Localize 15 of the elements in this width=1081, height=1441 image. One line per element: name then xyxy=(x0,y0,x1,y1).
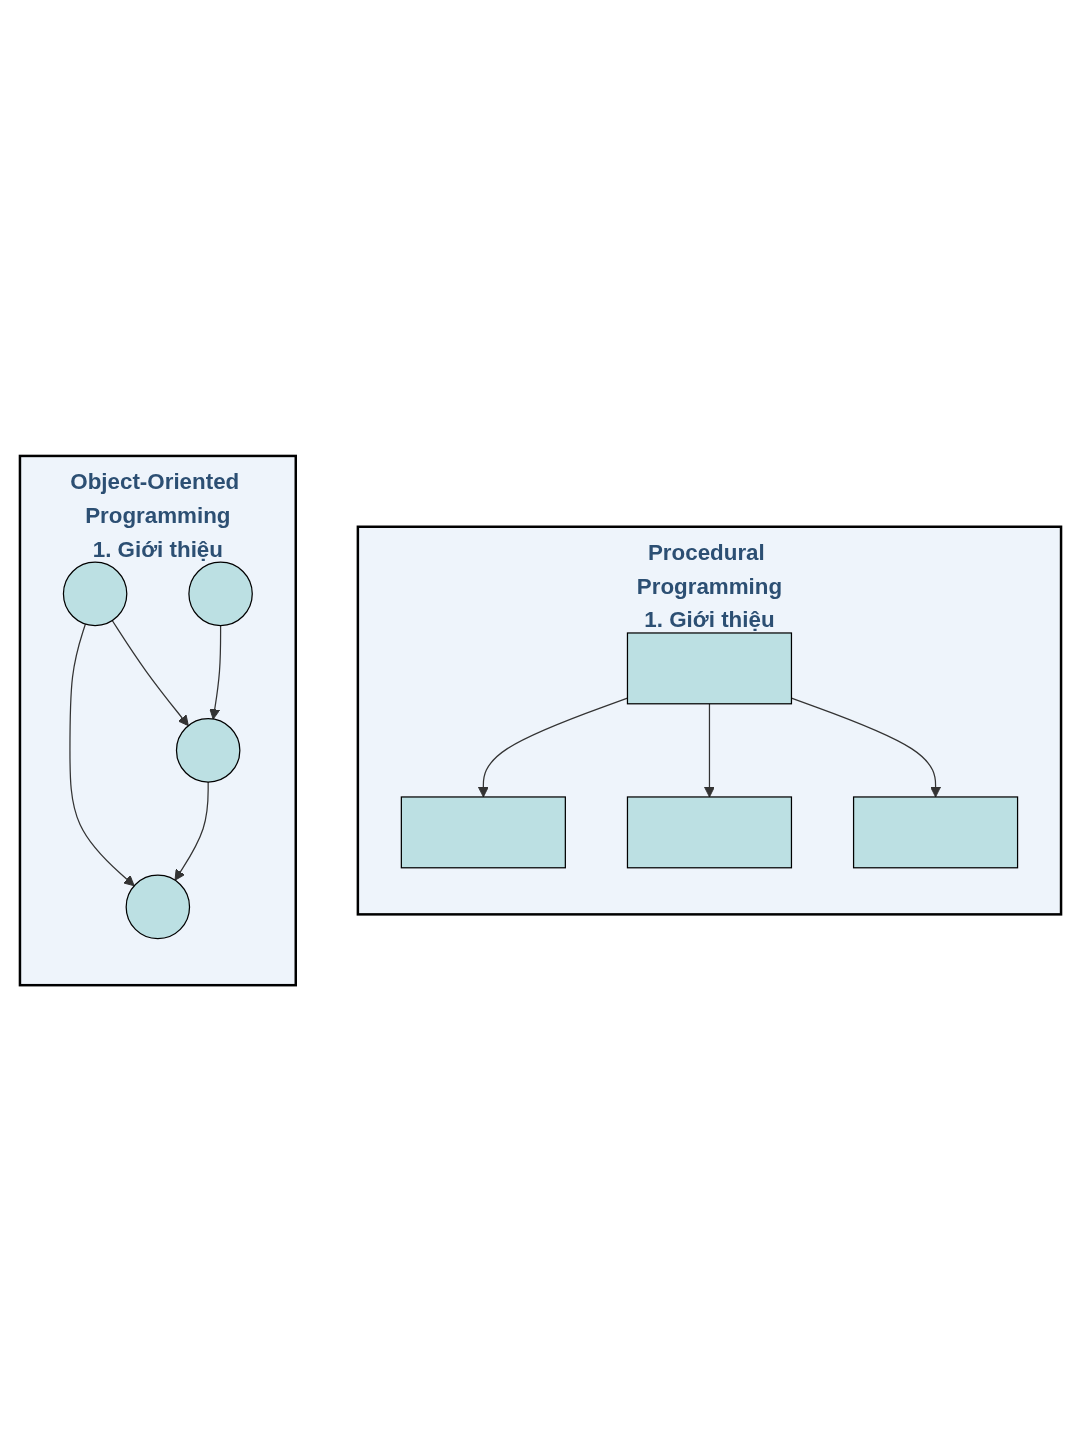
node-box xyxy=(626,796,793,869)
node-box xyxy=(626,632,793,705)
arrow xyxy=(111,619,189,727)
cluster: Procedural Programming 1. Giới thiệu xyxy=(356,525,1063,916)
node-ellipse xyxy=(175,718,241,783)
cluster: Object-Oriented Programming 1. Giới thiệu xyxy=(18,454,297,987)
node-ellipse xyxy=(188,561,253,627)
node-ellipse xyxy=(125,874,191,940)
node-box xyxy=(400,796,566,869)
node-box xyxy=(852,796,1019,869)
arrow xyxy=(69,623,135,887)
arrow xyxy=(704,703,715,798)
arrow xyxy=(174,781,209,881)
arrow xyxy=(209,624,222,720)
node-ellipse xyxy=(62,561,128,627)
